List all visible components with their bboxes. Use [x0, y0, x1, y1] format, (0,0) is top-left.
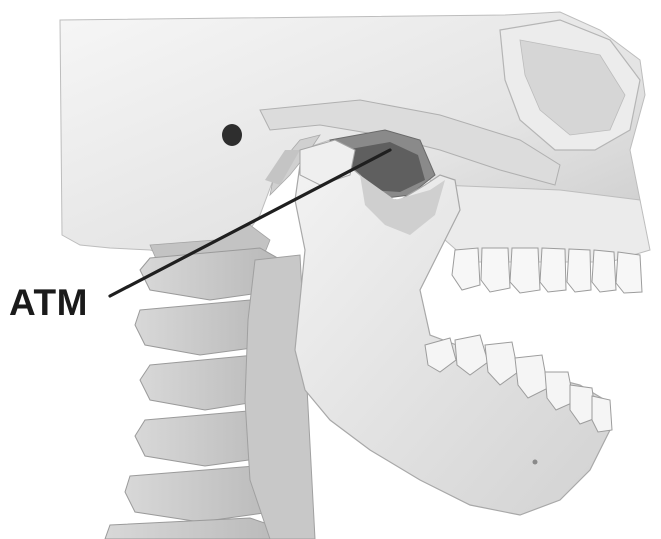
cervical-vertebrae	[105, 248, 315, 539]
ear-canal	[222, 124, 242, 146]
atm-label: ATM	[9, 283, 88, 323]
